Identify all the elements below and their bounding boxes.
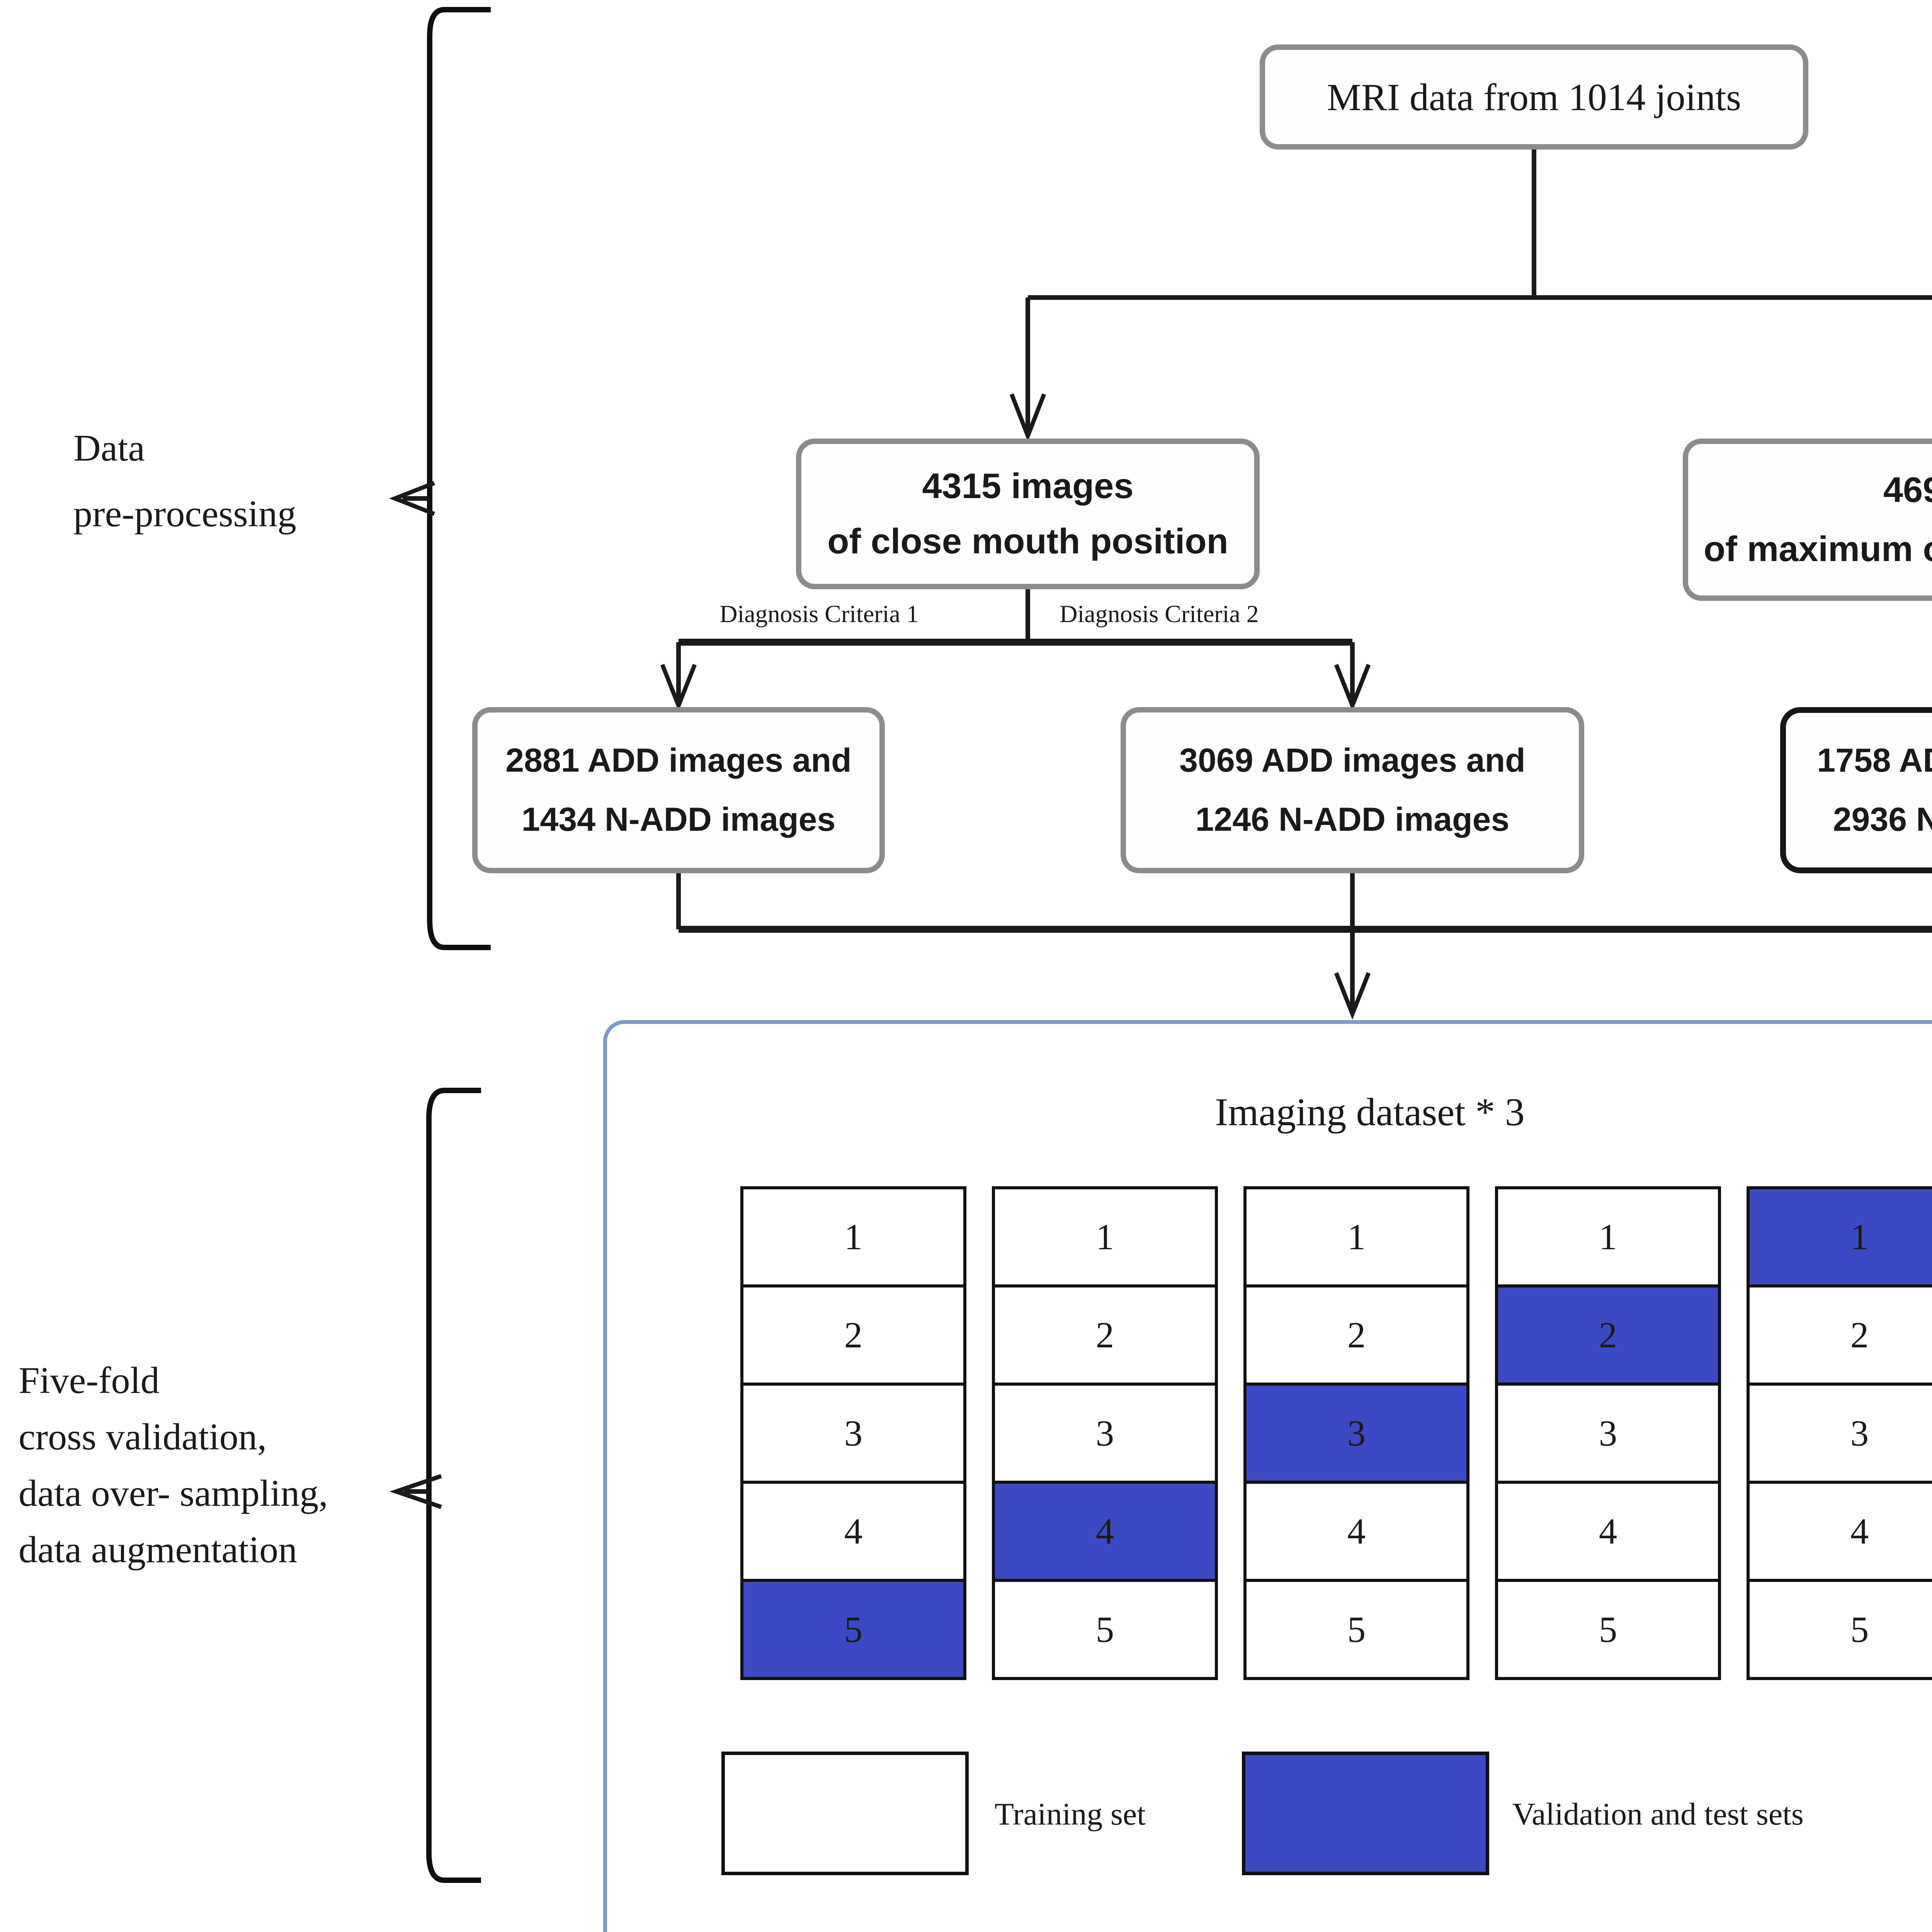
data-preprocessing-line2: pre-processing xyxy=(73,493,296,535)
training-fold-cell: 5 xyxy=(1243,1579,1469,1680)
diagnosis-criteria-1-label: Diagnosis Criteria 1 xyxy=(719,600,919,628)
training-fold-cell: 1 xyxy=(1495,1186,1721,1287)
training-fold-cell: 5 xyxy=(992,1579,1218,1680)
open-mouth-line2: of maximum open mouth position xyxy=(1703,529,1932,569)
criteria1-result-line2: 1434 N-ADD images xyxy=(521,801,836,838)
open-result-line1: 1758 ADD images and xyxy=(1817,742,1932,779)
validation-fold-cell: 5 xyxy=(740,1579,966,1680)
training-fold-cell: 4 xyxy=(740,1481,966,1582)
data-preprocessing-line1: Data xyxy=(73,427,145,469)
training-fold-cell: 4 xyxy=(1495,1481,1721,1582)
training-fold-cell: 1 xyxy=(740,1186,966,1287)
collector-connector xyxy=(676,872,1932,1020)
close-mouth-line2: of close mouth position xyxy=(827,522,1228,561)
imaging-dataset-title: Imaging dataset * 3 xyxy=(1215,1090,1525,1134)
validation-test-label: Validation and test sets xyxy=(1512,1796,1804,1832)
crossval-line2: cross validation, xyxy=(19,1416,267,1458)
crossvalidation-bracket xyxy=(389,1088,481,1883)
close-mouth-line1: 4315 images xyxy=(922,466,1134,506)
training-fold-cell: 2 xyxy=(1747,1284,1932,1386)
open-mouth-box: 4694 images of maximum open mouth positi… xyxy=(1683,439,1932,601)
training-set-swatch xyxy=(721,1752,969,1875)
mri-data-label: MRI data from 1014 joints xyxy=(1327,75,1742,119)
validation-fold-cell: 1 xyxy=(1747,1186,1932,1287)
training-fold-cell: 4 xyxy=(1243,1481,1469,1582)
validation-fold-cell: 3 xyxy=(1243,1383,1469,1484)
validation-test-swatch xyxy=(1242,1752,1489,1875)
validation-fold-cell: 2 xyxy=(1495,1284,1721,1386)
criteria2-result-line1: 3069 ADD images and xyxy=(1179,742,1526,779)
training-fold-cell: 5 xyxy=(1495,1579,1721,1680)
validation-fold-cell: 4 xyxy=(992,1481,1218,1582)
training-fold-cell: 3 xyxy=(1747,1383,1932,1484)
criteria-split-connector xyxy=(660,588,1371,711)
training-fold-cell: 4 xyxy=(1747,1481,1932,1582)
criteria2-result-box: 3069 ADD images and 1246 N-ADD images xyxy=(1121,707,1584,873)
training-set-label: Training set xyxy=(995,1796,1146,1832)
preprocessing-bracket xyxy=(389,7,491,950)
criteria1-result-box: 2881 ADD images and 1434 N-ADD images xyxy=(472,707,885,873)
training-fold-cell: 5 xyxy=(1747,1579,1932,1680)
criteria1-result-line1: 2881 ADD images and xyxy=(505,742,852,779)
open-mouth-result-box: 1758 ADD images and 2936 N-ADD images xyxy=(1780,707,1932,873)
training-fold-cell: 3 xyxy=(1495,1383,1721,1484)
crossval-line1: Five-fold xyxy=(19,1360,160,1401)
training-fold-cell: 2 xyxy=(992,1284,1218,1386)
diagnosis-criteria-2-label: Diagnosis Criteria 2 xyxy=(1060,600,1259,628)
training-fold-cell: 3 xyxy=(740,1383,966,1484)
training-fold-cell: 1 xyxy=(1243,1186,1469,1287)
five-fold-crossval-label: Five-fold cross validation, data over- s… xyxy=(19,1352,328,1578)
close-mouth-box: 4315 images of close mouth position xyxy=(796,439,1260,589)
training-fold-cell: 2 xyxy=(1243,1284,1469,1386)
data-preprocessing-label: Data pre-processing xyxy=(73,415,296,547)
crossval-line4: data augmentation xyxy=(19,1529,298,1571)
crossval-line3: data over- sampling, xyxy=(19,1473,328,1514)
mri-data-box: MRI data from 1014 joints xyxy=(1260,44,1808,150)
training-fold-cell: 3 xyxy=(992,1383,1218,1484)
top-split-connector xyxy=(1009,150,1932,442)
training-fold-cell: 2 xyxy=(740,1284,966,1386)
open-mouth-line1: 4694 images xyxy=(1883,470,1932,510)
open-result-line2: 2936 N-ADD images xyxy=(1833,801,1932,838)
criteria2-result-line2: 1246 N-ADD images xyxy=(1195,801,1510,838)
training-fold-cell: 1 xyxy=(992,1186,1218,1287)
